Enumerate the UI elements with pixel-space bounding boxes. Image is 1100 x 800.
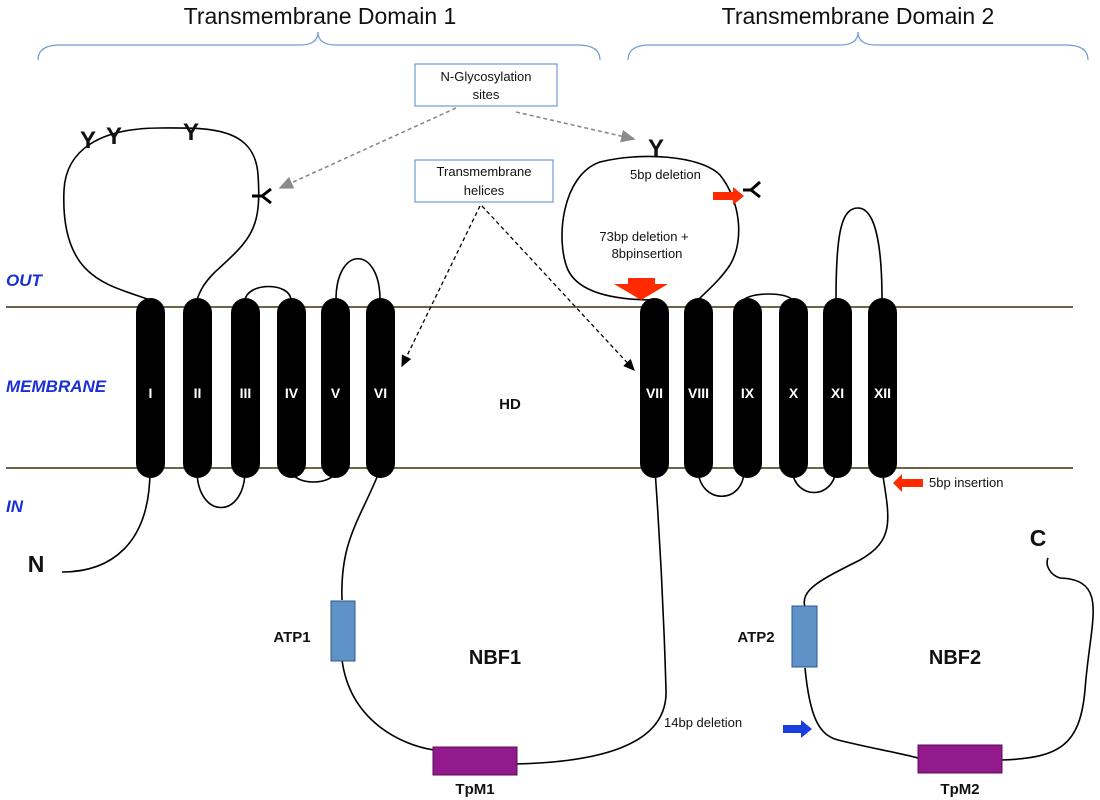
helix-label: VIII bbox=[688, 385, 709, 401]
ins5-red-arrow-icon bbox=[893, 474, 923, 492]
nbf1-label: NBF1 bbox=[469, 647, 521, 669]
glycosylation-y-icon: Y bbox=[648, 135, 664, 162]
del5-red-arrow-icon bbox=[713, 187, 744, 205]
glycosylation-callout: N-Glycosylation sites bbox=[414, 63, 558, 107]
helices-callout-line2: helices bbox=[464, 183, 505, 198]
helix-label: IX bbox=[741, 385, 755, 401]
helix-label: XI bbox=[831, 385, 844, 401]
glycosylation-sideways-y-icon bbox=[252, 187, 272, 205]
nbf2-label: NBF2 bbox=[929, 647, 981, 669]
tpm1-label: TpM1 bbox=[455, 781, 494, 798]
helices-callout-box bbox=[414, 159, 554, 203]
helix-label: IV bbox=[285, 385, 299, 401]
tmd2-bracket bbox=[627, 31, 1089, 61]
polypeptide-chain bbox=[61, 127, 1094, 765]
helix-label: VI bbox=[374, 385, 387, 401]
atp1-label: ATP1 bbox=[273, 629, 310, 646]
helices-arrow-right bbox=[481, 205, 635, 371]
tpm1-box bbox=[432, 746, 518, 776]
helix-3 bbox=[231, 298, 260, 478]
out-region-label: OUT bbox=[6, 271, 44, 290]
glycosylation-callout-box bbox=[414, 63, 558, 107]
helix-label: X bbox=[789, 385, 799, 401]
helix-5 bbox=[321, 298, 350, 478]
helix-label: I bbox=[149, 385, 153, 401]
helix-label: II bbox=[194, 385, 202, 401]
glycosylation-sideways-y-icon bbox=[743, 180, 761, 199]
glycosylation-callout-line1: N-Glycosylation bbox=[440, 69, 531, 84]
glycosylation-callout-line2: sites bbox=[473, 87, 500, 102]
del14-blue-arrow-icon bbox=[783, 720, 812, 738]
helix-1 bbox=[136, 298, 165, 478]
atp2-box bbox=[791, 605, 818, 668]
atp2-label: ATP2 bbox=[737, 629, 774, 646]
tpm2-label: TpM2 bbox=[940, 781, 979, 798]
tpm2-box bbox=[917, 744, 1003, 774]
tmd1-helices bbox=[136, 298, 395, 478]
glycosylation-y-icon: Y bbox=[80, 127, 96, 154]
helix-7 bbox=[640, 298, 669, 478]
helix-labels: I II III IV V VI VII VIII IX X XI XII bbox=[149, 385, 892, 401]
glyco-arrow-left bbox=[278, 107, 457, 189]
helix-12 bbox=[868, 298, 897, 478]
n-terminus-label: N bbox=[28, 551, 45, 577]
helix-label: III bbox=[240, 385, 252, 401]
callout-arrows bbox=[278, 107, 636, 371]
helix-9 bbox=[733, 298, 762, 478]
atp1-box bbox=[330, 600, 356, 662]
helices-arrow-left bbox=[401, 205, 481, 368]
helix-label: V bbox=[331, 385, 341, 401]
in-region-label: IN bbox=[6, 497, 24, 516]
hd-label: HD bbox=[499, 396, 521, 413]
tmd1-title: Transmembrane Domain 1 bbox=[184, 3, 457, 29]
helix-6 bbox=[366, 298, 395, 478]
helix-label: XII bbox=[874, 385, 891, 401]
glycosylation-y-icon: Y bbox=[183, 119, 199, 146]
helix-8 bbox=[684, 298, 713, 478]
helix-label: VII bbox=[646, 385, 663, 401]
helix-11 bbox=[823, 298, 852, 478]
glycosylation-y-icon: Y bbox=[106, 123, 122, 150]
membrane-region-label: MEMBRANE bbox=[6, 377, 107, 396]
helix-4 bbox=[277, 298, 306, 478]
helices-callout-line1: Transmembrane bbox=[437, 164, 532, 179]
del73-red-arrow-icon bbox=[614, 278, 668, 300]
del14-note: 14bp deletion bbox=[664, 715, 742, 730]
glyco-arrow-right bbox=[515, 111, 636, 143]
tmd1-bracket bbox=[37, 31, 601, 61]
c-terminus-label: C bbox=[1030, 525, 1047, 551]
helix-2 bbox=[183, 298, 212, 478]
helix-10 bbox=[779, 298, 808, 478]
ins5-note: 5bp insertion bbox=[929, 475, 1003, 490]
helices-callout: Transmembrane helices bbox=[414, 159, 554, 203]
del73-note-line1: 73bp deletion + bbox=[599, 229, 688, 244]
tmd2-title: Transmembrane Domain 2 bbox=[722, 3, 995, 29]
glycosylation-marks: Y Y Y Y bbox=[80, 119, 761, 205]
del73-note-line2: 8bpinsertion bbox=[612, 246, 683, 261]
del5-note: 5bp deletion bbox=[630, 167, 701, 182]
tmd2-helices bbox=[640, 298, 897, 478]
